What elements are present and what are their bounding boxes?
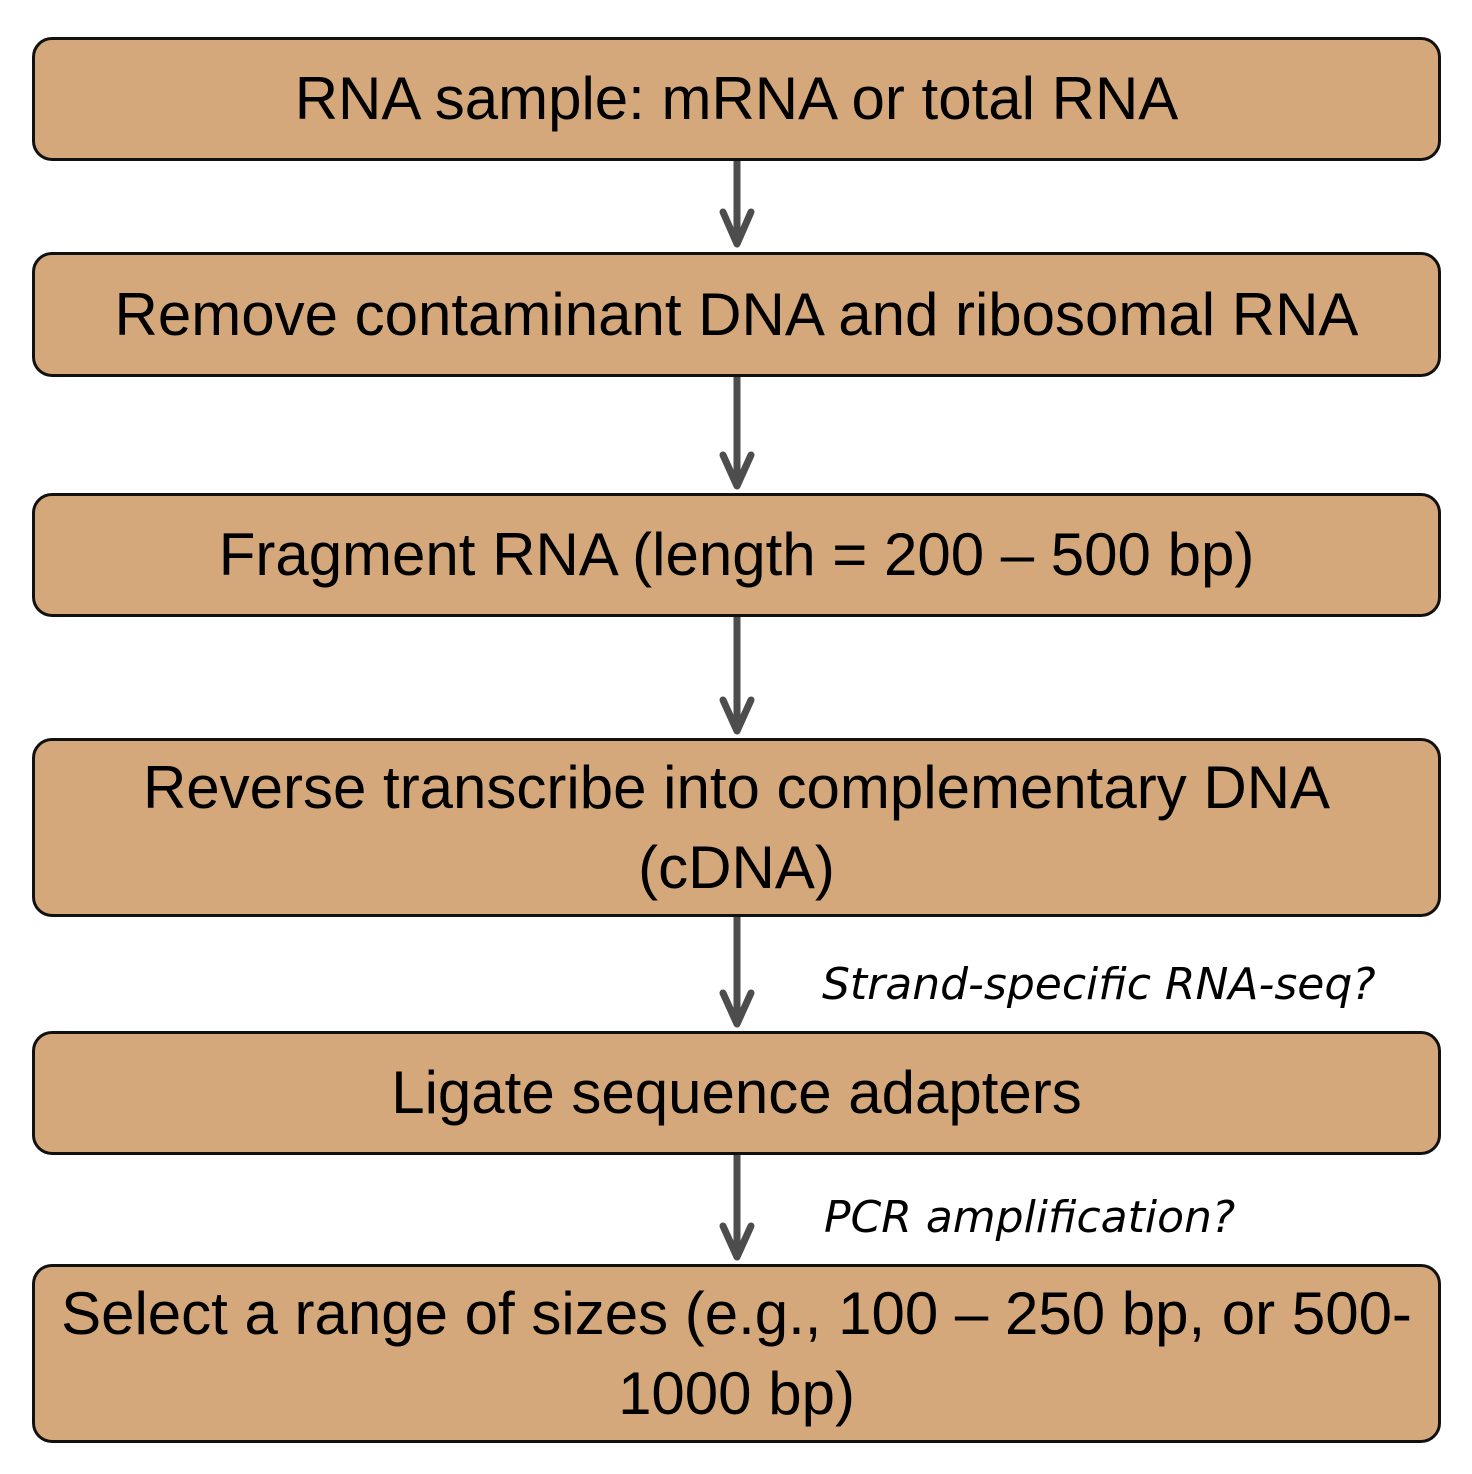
step-rna-sample: RNA sample: mRNA or total RNA (32, 37, 1441, 161)
step-reverse-transcribe: Reverse transcribe into complementary DN… (32, 738, 1441, 917)
step-label: Reverse transcribe into complementary DN… (142, 753, 1331, 901)
annotation-strand-specific: Strand-specific RNA-seq? (822, 959, 1376, 1010)
step-ligate-adapters: Ligate sequence adapters (32, 1031, 1441, 1155)
step-label: Fragment RNA (length = 200 – 500 bp) (218, 521, 1255, 588)
arrow-step2-to-step3 (719, 377, 755, 490)
arrow-step5-to-step6 (719, 1155, 755, 1261)
step-remove-contaminants: Remove contaminant DNA and ribosomal RNA (32, 252, 1441, 377)
annotation-pcr-amplification: PCR amplification? (824, 1192, 1236, 1243)
step-fragment-rna: Fragment RNA (length = 200 – 500 bp) (32, 493, 1441, 617)
step-select-sizes: Select a range of sizes (e.g., 100 – 250… (32, 1264, 1441, 1443)
arrow-step1-to-step2 (719, 161, 755, 248)
step-label: Select a range of sizes (e.g., 100 – 250… (61, 1279, 1412, 1427)
arrow-step4-to-step5 (719, 917, 755, 1028)
step-label: Ligate sequence adapters (391, 1059, 1082, 1126)
step-label: Remove contaminant DNA and ribosomal RNA (114, 280, 1359, 348)
step-label: RNA sample: mRNA or total RNA (294, 65, 1179, 132)
arrow-step3-to-step4 (719, 617, 755, 735)
